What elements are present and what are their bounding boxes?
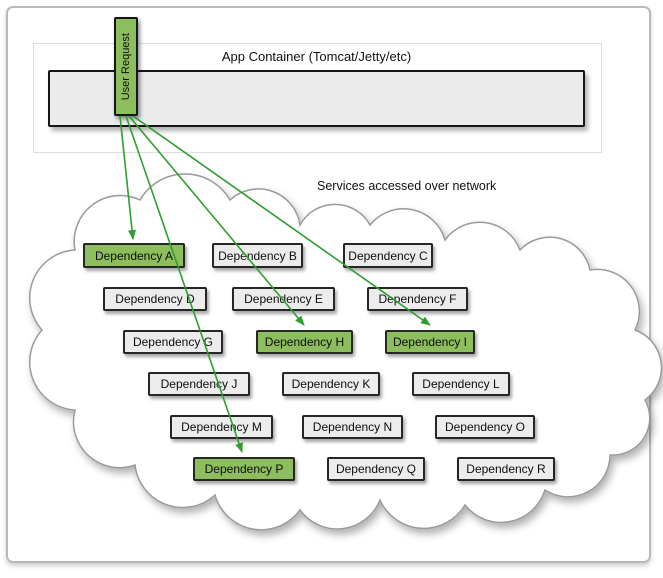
cloud-label: Services accessed over network	[317, 179, 497, 193]
dependency-box-i: Dependency I	[385, 330, 475, 354]
user-request-label: User Request	[120, 32, 132, 101]
dependency-box-q: Dependency Q	[327, 457, 425, 481]
app-container-title: App Container (Tomcat/Jetty/etc)	[221, 49, 412, 64]
page-frame	[6, 6, 651, 563]
dependency-box-d: Dependency D	[103, 287, 207, 311]
dependency-box-a: Dependency A	[83, 243, 185, 268]
dependency-box-k: Dependency K	[282, 372, 380, 396]
dependency-box-r: Dependency R	[457, 457, 555, 481]
dependency-box-p: Dependency P	[193, 457, 295, 481]
user-request-box: User Request	[114, 17, 138, 116]
dependency-box-h: Dependency H	[256, 330, 353, 354]
dependency-box-g: Dependency G	[123, 330, 223, 354]
dependency-box-e: Dependency E	[232, 287, 335, 311]
dependency-box-b: Dependency B	[212, 243, 303, 268]
dependency-box-f: Dependency F	[367, 287, 468, 311]
dependency-box-c: Dependency C	[343, 243, 433, 268]
dependency-box-n: Dependency N	[302, 415, 403, 439]
dependency-box-j: Dependency J	[148, 372, 250, 396]
dependency-box-l: Dependency L	[412, 372, 510, 396]
dependency-box-o: Dependency O	[435, 415, 535, 439]
dependency-box-m: Dependency M	[170, 415, 273, 439]
